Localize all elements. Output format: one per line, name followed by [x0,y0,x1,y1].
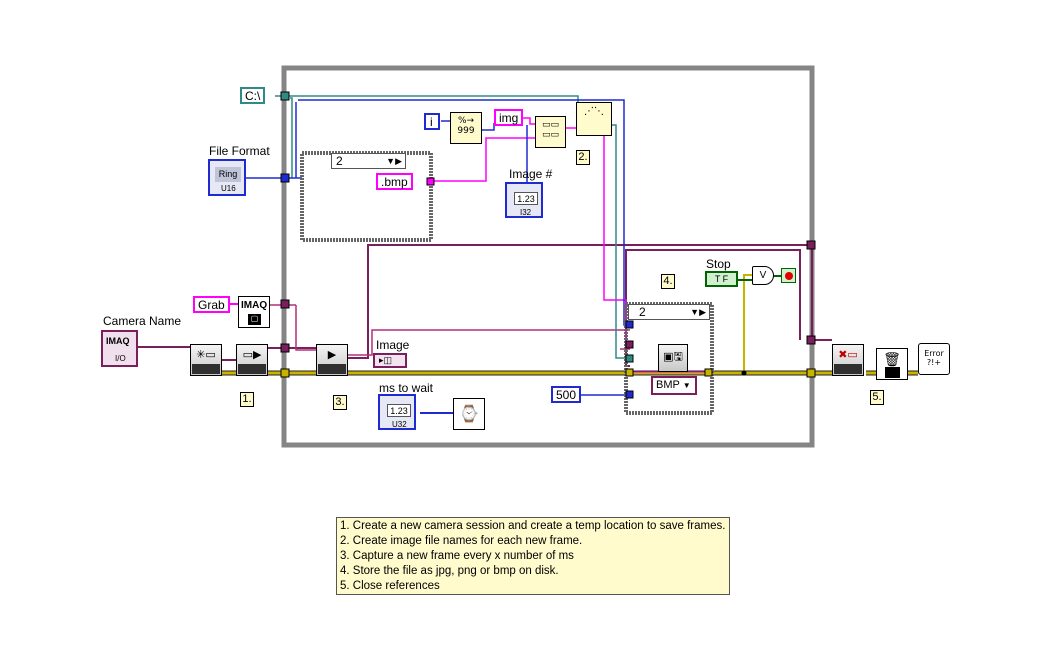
case-selector-top-value: 2 [336,154,343,168]
comment-line: 4. Store the file as jpg, png or bmp on … [340,565,559,577]
file-type-enum-constant[interactable]: BMP ▼ [651,376,697,395]
step-marker-1: 1. [240,392,254,407]
imaq-glyph: IMAQ [106,336,130,346]
imaq-open-camera-vi[interactable]: ✳▭ [190,344,222,376]
ring-glyph: Ring [215,167,241,182]
grab-constant-value: Grab [198,298,225,312]
close-session-icon: ✖▭ [838,348,858,361]
bmp-extension-constant[interactable]: .bmp [376,173,413,190]
camera-name-label: Camera Name [103,314,182,328]
imaq-configure-grab-vi[interactable]: ▭▶ [236,344,268,376]
watch-icon: ⌚ [459,404,479,423]
io-label: I/O [115,354,126,363]
loop-index-terminal[interactable]: i [424,113,440,130]
format-into-string-icon: %→999 [457,116,475,136]
path-constant[interactable]: C:\ [240,87,266,104]
step-marker-5: 5. [870,390,884,405]
imaq-grab-vi[interactable]: ▶ [316,344,348,376]
step-marker-3: 3. [333,395,347,410]
loop-index-label: i [430,115,433,129]
imaq-close-camera-vi[interactable]: ✖▭ [832,344,864,376]
file-type-enum-value: BMP [656,379,680,391]
file-format-ring-terminal[interactable]: Ring U16 [208,159,246,196]
case-selector-bottom[interactable]: 2 ▼▶ [628,304,710,320]
simple-error-handler-vi[interactable]: Error ?!+ [918,343,950,375]
path-tunnel [280,91,290,101]
comment-box: 1. Create a new camera session and creat… [336,517,730,595]
wait-ms-constant[interactable]: 500 [551,386,582,403]
write-file-icon: ▣🖫 [663,350,683,363]
bmp-case-tunnel [426,177,435,186]
ms-to-wait-control[interactable]: 1.23 U32 [378,394,416,430]
concatenate-strings-vi[interactable]: ▭▭▭▭ [535,116,566,148]
case-selector-bottom-value: 2 [639,305,646,319]
image-number-indicator: 1.23 I32 [505,182,543,218]
comment-line: 3. Capture a new frame every x number of… [340,550,574,562]
ms-to-wait-label: ms to wait [379,381,434,395]
session-tunnel-out [806,335,816,345]
bmp-extension-value: .bmp [381,175,408,189]
error-handler-icon: Error ?!+ [924,349,944,367]
case-arrows-icon: ▼▶ [690,307,706,317]
create-icon: ▢ [248,314,261,325]
concatenate-icon: ▭▭▭▭ [541,120,559,140]
imaq-write-file-vi[interactable]: ▣🖫 [658,344,688,372]
trash-icon: 🗑 [883,352,901,368]
grab-tunnel [280,299,290,309]
numeric-display-glyph: 1.23 [514,192,538,205]
image-number-label: Image # [509,167,553,181]
step-marker-4: 4. [661,274,675,289]
img-constant[interactable]: img [494,109,524,126]
comment-line: 1. Create a new camera session and creat… [340,520,726,532]
build-path-vi[interactable]: ⋰⋱ [576,102,612,136]
image-label: Image [376,338,410,352]
camera-name-terminal[interactable]: IMAQ I/O [101,330,138,367]
numeric-display-glyph: 1.23 [387,404,411,417]
format-tunnel [280,173,290,183]
path-constant-value: C:\ [245,89,261,103]
shift-tunnel-top [806,240,816,250]
stop-button-terminal[interactable]: T F [705,271,738,287]
imaq-dispose-vi[interactable]: 🗑 [876,348,908,380]
configure-grab-icon: ▭▶ [242,348,262,361]
comment-line: 5. Close references [340,580,440,592]
stop-label: Stop [706,257,731,271]
or-gate-icon: V [752,266,774,285]
i32-label: I32 [520,208,532,217]
grab-constant[interactable]: Grab [193,296,230,313]
u16-label: U16 [221,184,236,193]
build-path-icon: ⋰⋱ [584,106,604,117]
case-arrows-icon: ▼▶ [386,156,402,166]
image-indicator: ▸◫ [373,353,407,368]
error-tunnel-out [806,368,816,378]
grab-play-icon: ▶ [327,348,337,361]
comment-line: 2. Create image file names for each new … [340,535,583,547]
wait-ms-value: 500 [556,388,577,402]
image-wire-icon: ▸◫ [379,355,393,365]
img-constant-value: img [499,111,519,125]
file-format-label: File Format [209,144,270,158]
u32-label: U32 [392,420,407,429]
format-into-string-vi[interactable]: %→999 [450,112,482,144]
dropdown-arrow-icon: ▼ [682,381,691,390]
imaq-create-label: IMAQ [241,300,268,311]
error-tunnel-in [280,368,290,378]
imaq-create-vi[interactable]: IMAQ ▢ [238,296,270,328]
session-tunnel [280,343,290,353]
loop-condition-icon [781,268,796,283]
open-session-icon: ✳▭ [196,348,216,361]
wait-ms-vi[interactable]: ⌚ [453,398,485,430]
step-marker-2: 2. [576,150,590,165]
case-selector-top[interactable]: 2 ▼▶ [331,153,406,169]
